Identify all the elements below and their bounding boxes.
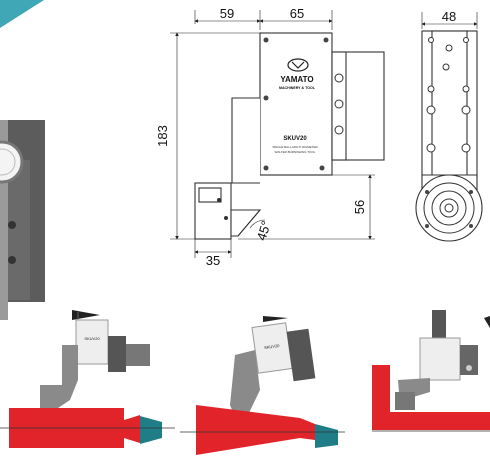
illustration-l-part — [372, 310, 490, 432]
brand-subtitle: MACHINERY & TOOL — [279, 86, 316, 90]
dim-right-height: 56 — [352, 200, 367, 214]
model-name: SKUV20 — [283, 136, 307, 142]
model-desc-line2: WALTER BURNISHING TOOL — [275, 150, 316, 154]
front-view-drawing: YAMATO MACHINERY & TOOL SKUV20 SINGLE BA… — [194, 32, 385, 240]
dim-angle: 45° — [254, 219, 274, 242]
illus2-brand: SKUV20 — [264, 343, 281, 350]
dimension-lines: 59 65 183 35 56 45° — [155, 6, 375, 268]
yamato-logo — [287, 58, 309, 72]
side-view-drawing: 48 — [415, 9, 483, 242]
brand-name: YAMATO — [280, 75, 313, 84]
illustration-straight-shaft: SKUV20 — [0, 310, 175, 448]
model-desc-line1: SINGLE BALL-MULTI DIAMETER — [272, 145, 318, 149]
dim-height: 183 — [155, 125, 170, 147]
dim-top-left: 59 — [220, 6, 234, 21]
dim-side-width: 48 — [442, 9, 456, 24]
illus1-brand: SKUV20 — [84, 336, 100, 341]
illustration-tapered-shaft: SKUV20 — [180, 316, 345, 455]
tool-photo-partial — [0, 120, 45, 320]
dim-bottom: 35 — [206, 253, 220, 268]
dim-top-right: 65 — [290, 6, 304, 21]
corner-banner — [0, 0, 44, 28]
